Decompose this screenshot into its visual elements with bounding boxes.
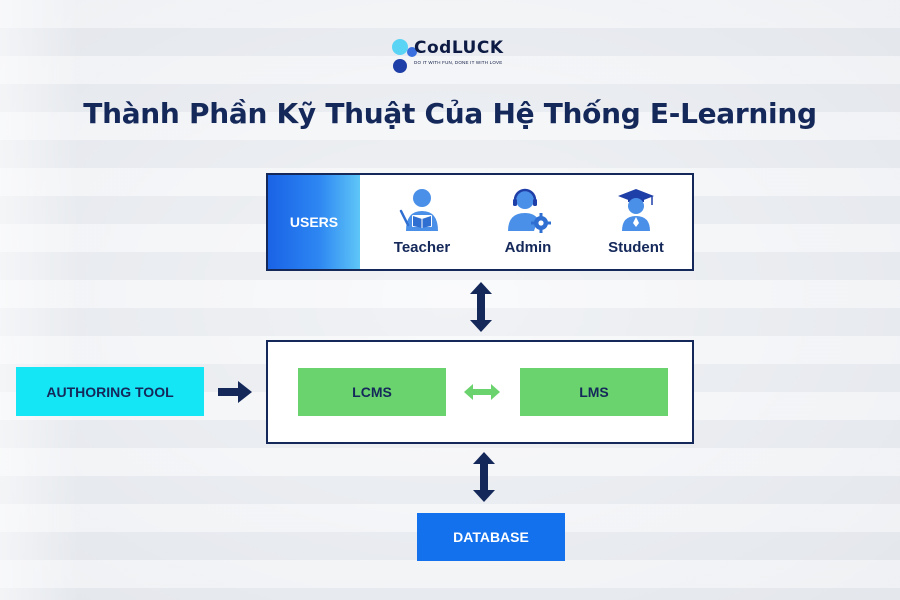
logo-tagline: DO IT WITH FUN, DONE IT WITH LOVE — [414, 60, 503, 65]
core-system-panel: LCMS LMS — [266, 340, 694, 444]
users-label: USERS — [268, 175, 360, 269]
logo-mark-icon — [392, 39, 417, 73]
authoring-tool-box: AUTHORING TOOL — [16, 367, 204, 416]
graduate-student-icon — [618, 189, 654, 231]
user-teacher-label: Teacher — [393, 239, 451, 256]
double-arrow-vertical-icon — [473, 452, 495, 502]
users-panel: USERS Teacher Admin — [266, 173, 694, 271]
page-title: Thành Phần Kỹ Thuật Của Hệ Thống E-Learn… — [83, 97, 817, 130]
database-box: DATABASE — [417, 513, 565, 561]
logo-wordmark: CodLUCK — [414, 38, 504, 58]
user-admin-label: Admin — [504, 239, 552, 256]
lcms-box: LCMS — [298, 368, 446, 416]
user-student: Student — [586, 187, 686, 256]
double-arrow-vertical-icon — [470, 282, 492, 332]
admin-support-icon — [508, 188, 551, 233]
arrow-right-icon — [218, 381, 252, 403]
user-admin: Admin — [478, 187, 578, 256]
user-student-label: Student — [608, 239, 664, 256]
user-teacher: Teacher — [372, 187, 472, 256]
lms-box: LMS — [520, 368, 668, 416]
brand-logo: CodLUCK DO IT WITH FUN, DONE IT WITH LOV… — [392, 38, 512, 82]
double-arrow-horizontal-icon — [464, 384, 500, 400]
teacher-icon — [399, 189, 438, 231]
